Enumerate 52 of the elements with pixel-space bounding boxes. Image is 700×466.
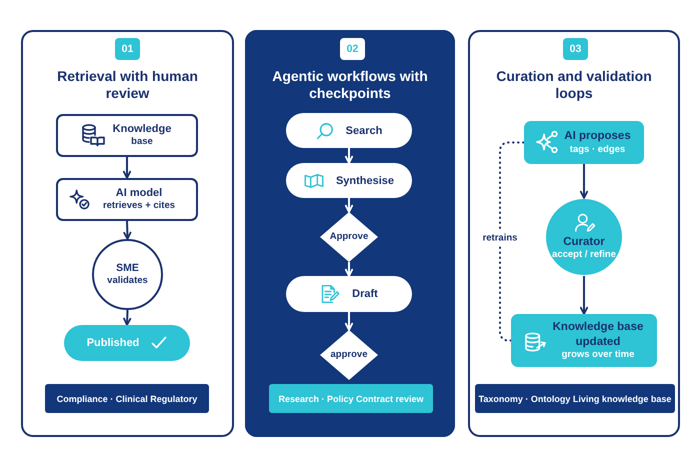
flow-arrow [122,157,132,179]
category-banner: Taxonomy · Ontology Living knowledge base [475,384,675,413]
decision-diamond [320,330,378,380]
step-number-badge: 01 [115,38,140,60]
process-box [524,121,644,164]
panel-card [245,30,455,437]
review-circle [92,239,163,310]
step-number-badge: 03 [563,38,588,60]
process-box [511,314,657,367]
step-pill [286,163,412,198]
step-pill [286,276,412,312]
result-pill [64,325,190,361]
step-title: AI model [116,186,162,200]
process-box [56,178,198,221]
flow-arrow [123,310,132,326]
step-pill [286,113,412,148]
step-detail: retrieves + cites [102,200,176,212]
process-box [56,114,198,157]
flow-arrow [344,262,354,277]
review-circle [545,198,623,276]
step-label: Synthesise [336,174,394,186]
category-banner: Compliance · Clinical Regulatory [45,384,209,413]
step-title: Knowledge base updated [552,320,644,349]
flow-arrow [123,220,132,240]
step-label: Search [346,124,382,136]
step-detail: validates [107,275,148,287]
step-detail: accept / refine [552,248,616,261]
panel-title: Retrieval with human review [56,68,199,102]
step-label: Draft [352,288,378,300]
flow-arrow [344,148,354,164]
step-label: Published [86,337,140,349]
edge-label: retrains [480,231,520,244]
flow-arrow [344,312,354,331]
flow-arrow [344,198,354,213]
step-title: Curator [563,234,605,249]
step-detail: tags · edges [570,144,626,156]
panel-title: Curation and validation loops [495,68,653,102]
step-number-badge: 02 [340,38,365,60]
decision-label: approve [330,349,368,361]
decision-diamond [320,212,378,262]
panel-card [21,30,234,437]
step-detail: base [131,136,153,148]
flow-arrow [580,276,588,315]
panel-card [468,30,680,437]
step-detail: grows over time [562,348,634,361]
flow-arrow [580,164,588,199]
step-title: Knowledge [112,122,172,136]
panel-title: Agentic workflows with checkpoints [271,68,429,102]
step-title: SME [116,262,139,276]
category-banner: Research · Policy Contract review [269,384,433,413]
step-title: AI proposes [564,129,631,144]
decision-label: Approve [330,231,368,243]
